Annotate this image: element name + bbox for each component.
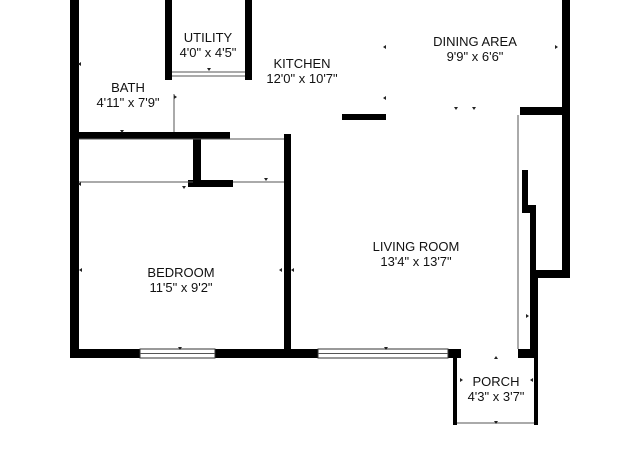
wall-right-step bbox=[530, 270, 570, 278]
marker-ticks bbox=[78, 45, 558, 424]
wall-bedroom-living bbox=[284, 134, 291, 358]
room-porch-name: PORCH bbox=[473, 374, 520, 389]
wall-utility-left bbox=[165, 0, 172, 80]
room-porch: PORCH 4'3" x 3'7" bbox=[468, 374, 525, 404]
room-bedroom-dims: 11'5" x 9'2" bbox=[149, 280, 212, 295]
wall-bath-bottom bbox=[70, 132, 230, 139]
wall-dining-right bbox=[520, 107, 570, 115]
room-utility: UTILITY 4'0" x 4'5" bbox=[180, 30, 237, 60]
porch-post-right bbox=[534, 357, 538, 425]
room-bath-dims: 4'11" x 7'9" bbox=[96, 95, 159, 110]
wall-closet-vertical bbox=[193, 132, 201, 187]
kitchen-counter bbox=[342, 114, 386, 120]
wall-closet-bottom bbox=[188, 180, 233, 187]
walls bbox=[70, 0, 570, 358]
room-bath: BATH 4'11" x 7'9" bbox=[96, 80, 159, 110]
wall-right-lower bbox=[530, 270, 538, 358]
wall-right-upper bbox=[562, 0, 570, 278]
room-kitchen-name: KITCHEN bbox=[273, 56, 330, 71]
wall-right-inner bbox=[522, 170, 528, 210]
room-living-dims: 13'4" x 13'7" bbox=[380, 254, 452, 269]
room-bedroom-name: BEDROOM bbox=[147, 265, 214, 280]
room-porch-dims: 4'3" x 3'7" bbox=[468, 389, 525, 404]
room-bath-name: BATH bbox=[111, 80, 145, 95]
room-utility-dims: 4'0" x 4'5" bbox=[180, 45, 237, 60]
thin-lines bbox=[79, 71, 538, 425]
room-kitchen-dims: 12'0" x 10'7" bbox=[266, 71, 338, 86]
porch-post-left bbox=[453, 357, 457, 425]
wall-bottom-bedroom-right bbox=[215, 349, 318, 358]
wall-porch-left bbox=[448, 349, 461, 357]
wall-bottom-porch-right bbox=[518, 349, 536, 358]
room-living: LIVING ROOM 13'4" x 13'7" bbox=[373, 239, 460, 269]
room-living-name: LIVING ROOM bbox=[373, 239, 460, 254]
room-dining-dims: 9'9" x 6'6" bbox=[447, 49, 504, 64]
wall-right-inner-2 bbox=[522, 205, 536, 213]
wall-utility-right bbox=[245, 0, 252, 80]
wall-left-exterior bbox=[70, 0, 79, 358]
room-utility-name: UTILITY bbox=[184, 30, 233, 45]
room-dining-name: DINING AREA bbox=[433, 34, 517, 49]
wall-bottom-bedroom-left bbox=[70, 349, 140, 358]
wall-right-inner-3 bbox=[530, 205, 536, 275]
windows bbox=[139, 348, 449, 359]
room-bedroom: BEDROOM 11'5" x 9'2" bbox=[147, 265, 214, 295]
room-dining: DINING AREA 9'9" x 6'6" bbox=[433, 34, 517, 64]
room-kitchen: KITCHEN 12'0" x 10'7" bbox=[266, 56, 338, 86]
